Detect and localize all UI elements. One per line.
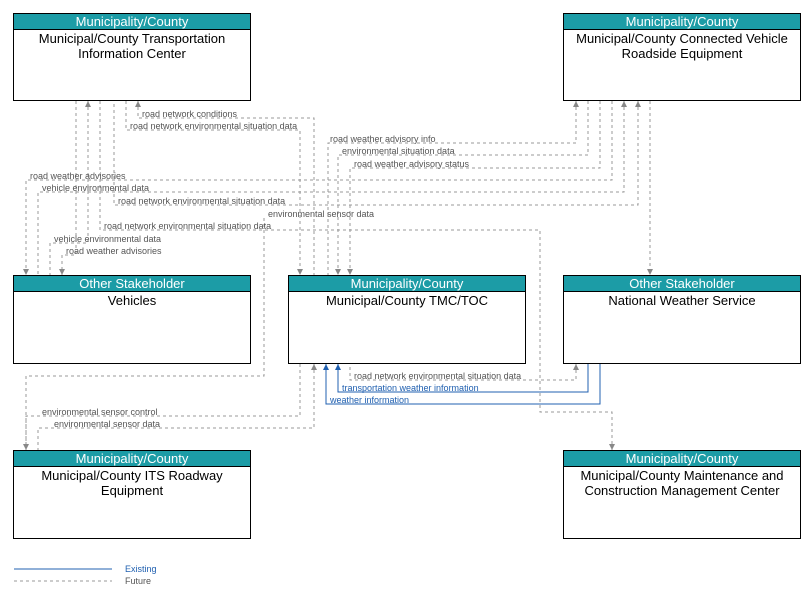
element-category: Municipality/County <box>14 451 250 467</box>
flow-label: transportation weather information <box>342 383 479 393</box>
flow-label: road weather advisory info <box>330 134 436 144</box>
element-category: Municipality/County <box>564 451 800 467</box>
element-name: Municipal/County ITS Roadway Equipment <box>41 468 223 498</box>
flow-line <box>337 101 589 275</box>
flow-line <box>25 101 613 275</box>
flow-label: vehicle environmental data <box>54 234 161 244</box>
flow-label: road network environmental situation dat… <box>130 121 297 131</box>
flow-label: road weather advisory status <box>354 159 470 169</box>
arrowhead <box>573 364 579 370</box>
flow-line <box>25 218 265 450</box>
element-box-its: Municipality/County Municipal/County ITS… <box>13 450 251 539</box>
flow-label: road network environmental situation dat… <box>104 221 271 231</box>
flow-label: road weather advisories <box>66 246 162 256</box>
flow-label: environmental sensor data <box>268 209 374 219</box>
flow-label: road network environmental situation dat… <box>118 196 285 206</box>
element-category: Other Stakeholder <box>564 276 800 292</box>
element-category: Municipality/County <box>14 14 250 30</box>
flow-line <box>125 101 301 275</box>
element-name: National Weather Service <box>608 293 756 308</box>
flow-line <box>325 364 601 405</box>
arrowhead <box>311 364 317 370</box>
element-box-cvrse: Municipality/County Municipal/County Con… <box>563 13 801 101</box>
element-name: Municipal/County Connected Vehicle Roads… <box>576 31 788 61</box>
flow-label: vehicle environmental data <box>42 183 149 193</box>
flow-label: environmental situation data <box>342 146 455 156</box>
element-category: Municipality/County <box>289 276 525 292</box>
flow-label: weather information <box>329 395 409 405</box>
arrowhead <box>335 269 341 275</box>
flow-line <box>327 101 577 275</box>
arrowhead <box>335 364 341 370</box>
element-box-nws: Other Stakeholder National Weather Servi… <box>563 275 801 364</box>
flow-line <box>137 101 315 275</box>
flow-label: environmental sensor control <box>42 407 158 417</box>
arrowhead <box>23 444 29 450</box>
flow-line <box>25 364 301 450</box>
arrowhead <box>573 101 579 107</box>
arrowhead <box>609 444 615 450</box>
element-name: Vehicles <box>107 293 157 308</box>
element-name: Municipal/County Transportation Informat… <box>38 31 226 61</box>
arrowhead <box>23 269 29 275</box>
legend-existing-label: Existing <box>125 564 157 574</box>
flow-label: road weather advisories <box>30 171 126 181</box>
element-box-mcm: Municipality/County Municipal/County Mai… <box>563 450 801 539</box>
element-box-tic: Municipality/County Municipal/County Tra… <box>13 13 251 101</box>
flow-label: environmental sensor data <box>54 419 160 429</box>
arrowhead <box>647 269 653 275</box>
flow-line <box>113 101 639 206</box>
arrowhead <box>347 269 353 275</box>
arrowhead <box>297 269 303 275</box>
flow-line <box>37 101 625 275</box>
element-category: Municipality/County <box>564 14 800 30</box>
flow-line <box>337 364 589 393</box>
element-name: Municipal/County TMC/TOC <box>325 293 489 308</box>
arrowhead <box>635 101 641 107</box>
flow-label: road network environmental situation dat… <box>354 371 521 381</box>
element-box-vehicles: Other Stakeholder Vehicles <box>13 275 251 364</box>
flow-label: road network conditions <box>142 109 238 119</box>
arrowhead <box>59 269 65 275</box>
flow-line <box>99 101 613 450</box>
flow-line <box>37 364 315 450</box>
flow-line <box>349 101 601 275</box>
arrowhead <box>85 101 91 107</box>
element-box-tmc: Municipality/County Municipal/County TMC… <box>288 275 526 364</box>
element-category: Other Stakeholder <box>14 276 250 292</box>
arrowhead <box>323 364 329 370</box>
arrowhead <box>621 101 627 107</box>
legend-future-label: Future <box>125 576 151 586</box>
element-name: Municipal/County Maintenance and Constru… <box>580 468 784 498</box>
arrowhead <box>135 101 141 107</box>
flow-line <box>349 364 577 381</box>
